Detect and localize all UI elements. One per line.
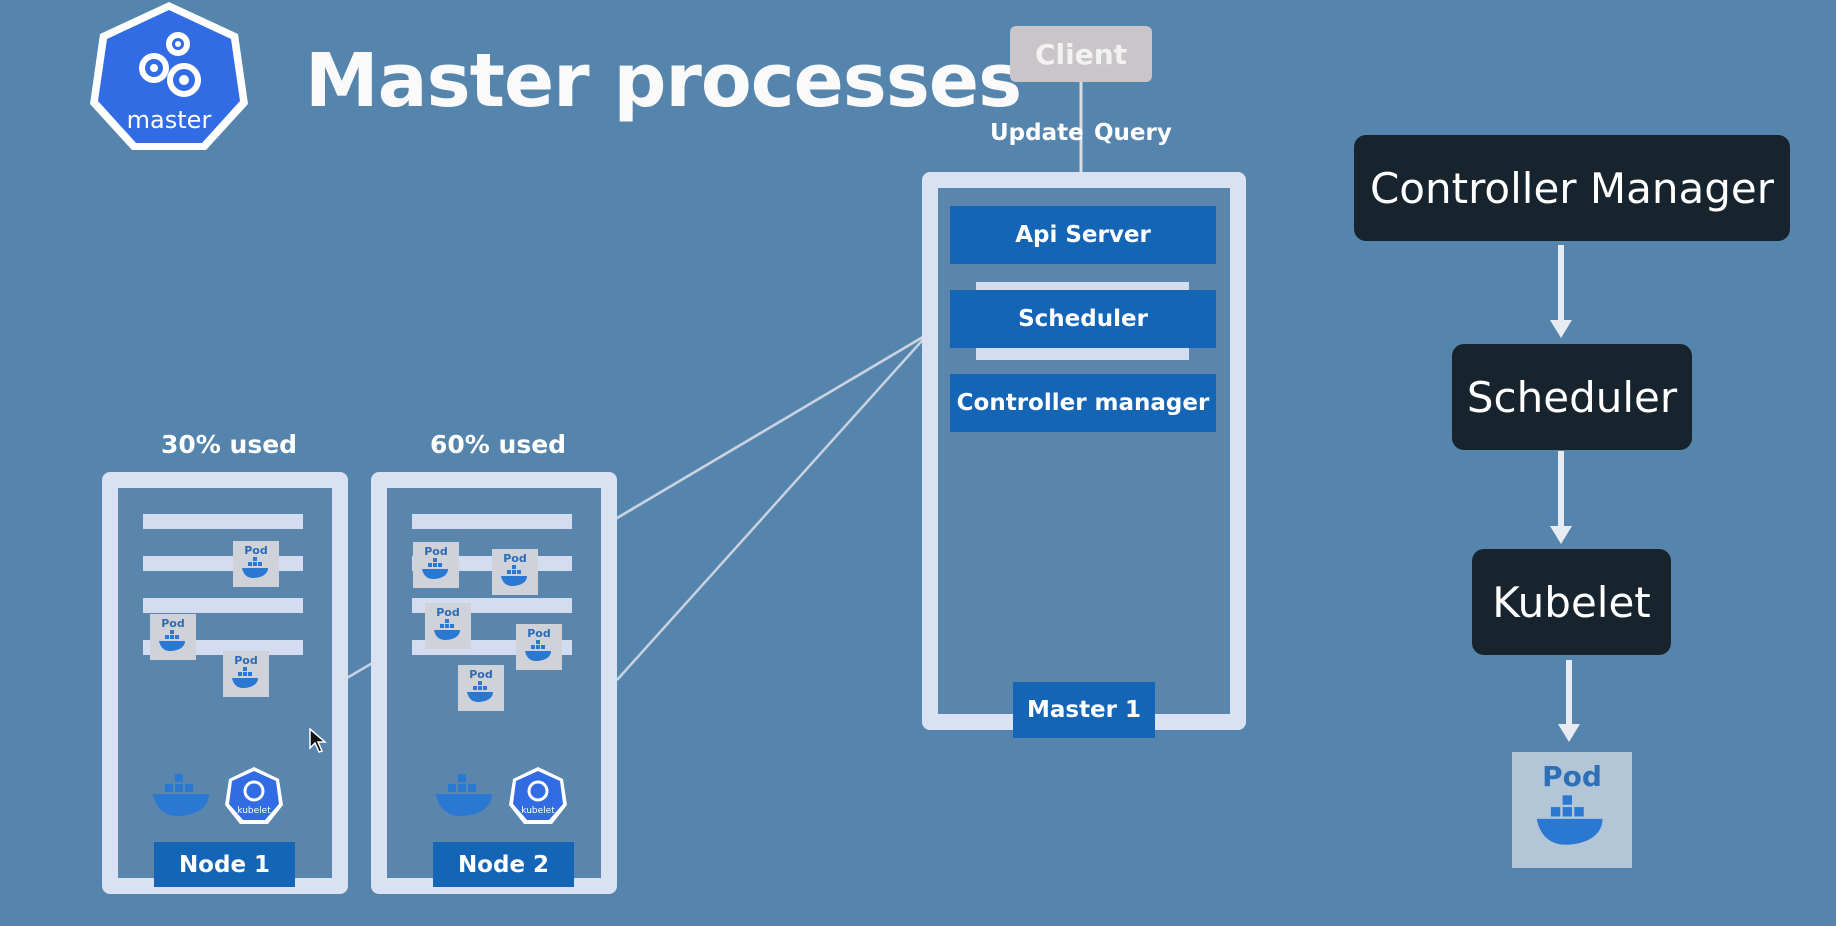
docker-whale-icon [525,640,551,661]
kubelet-icon: kubelet [224,766,284,826]
update-label: Update [990,120,1084,146]
scheduler-box: Scheduler [950,290,1216,348]
api-server-box: Api Server [950,206,1216,264]
flow-arrow-3 [1558,660,1580,742]
kubelet-step: Kubelet [1472,549,1671,655]
pod-label: Pod [244,544,268,557]
pod-label: Pod [161,617,185,630]
docker-whale-icon [422,558,448,579]
docker-whale-icon [232,667,258,688]
docker-whale-icon [159,630,185,651]
kubernetes-heptagon-icon [225,767,283,824]
pod-label: Pod [527,627,551,640]
flow-arrow-2 [1550,451,1572,544]
flow-arrow-1 [1550,245,1572,338]
kubelet-label: kubelet [237,806,271,816]
master-node-label: Master 1 [1013,682,1155,738]
result-pod-label: Pod [1542,760,1602,793]
pod-icon: Pod [233,541,279,587]
pod-icon: Pod [492,549,538,595]
node-2-usage: 60% used [430,430,567,459]
node-1-usage: 30% used [161,430,298,459]
kubelet-label: kubelet [521,806,555,816]
master-logo: master [88,0,250,152]
pod-label: Pod [503,552,527,565]
docker-whale-icon [242,557,268,578]
pod-label: Pod [424,545,448,558]
pod-icon: Pod [458,665,504,711]
pod-icon: Pod [150,614,196,660]
page-title: Master processes [305,38,1022,124]
docker-whale-icon [501,565,527,586]
controller-manager-step: Controller Manager [1354,135,1790,241]
pod-icon: Pod [413,542,459,588]
node-1-label: Node 1 [154,842,295,887]
docker-runtime-icon [153,774,209,816]
pod-icon: Pod [223,651,269,697]
logo-text: master [126,106,212,134]
pod-icon: Pod [516,624,562,670]
client-box: Client [1010,26,1152,82]
node-1-slot [143,556,303,571]
node2-bottom-to-master-line [616,333,929,681]
pod-icon: Pod [425,603,471,649]
pod-label: Pod [436,606,460,619]
node-2-label: Node 2 [433,842,574,887]
result-pod: Pod [1512,752,1632,868]
kubernetes-heptagon-icon [509,767,567,824]
docker-runtime-icon [436,774,492,816]
docker-whale-icon [1536,795,1603,845]
node-1-slot [143,598,303,613]
docker-whale-icon [467,681,493,702]
master-node-panel [922,172,1246,730]
kubelet-icon: kubelet [508,766,568,826]
pod-label: Pod [469,668,493,681]
controller-manager-box: Controller manager [950,374,1216,432]
mouse-cursor-icon [309,728,327,753]
node-2-slot [412,514,572,529]
node2-top-to-master-line [616,332,929,520]
pod-label: Pod [234,654,258,667]
kubernetes-heptagon-icon [90,2,248,150]
node-1-slot [143,514,303,529]
docker-whale-icon [434,619,460,640]
query-label: Query [1094,120,1172,146]
scheduler-step: Scheduler [1452,344,1692,450]
